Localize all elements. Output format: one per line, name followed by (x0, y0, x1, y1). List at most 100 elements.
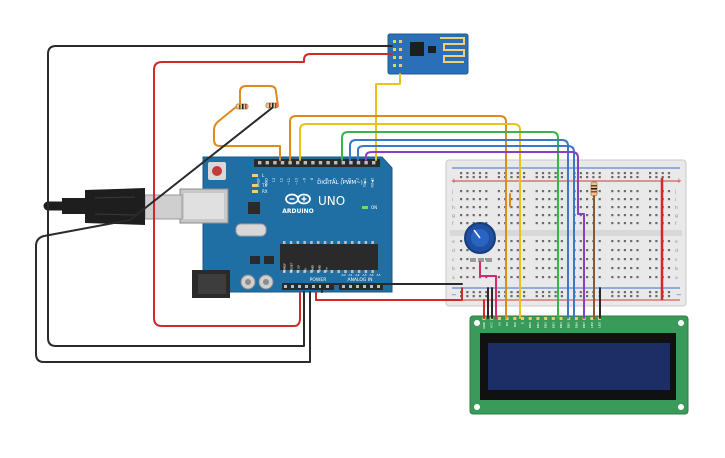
rail-hole[interactable] (611, 295, 614, 298)
breadboard-hole[interactable] (541, 240, 545, 243)
wire-pink-lcd-v0[interactable] (479, 261, 497, 319)
breadboard-hole[interactable] (472, 276, 475, 279)
breadboard-hole[interactable] (598, 190, 601, 193)
digital-pin[interactable] (273, 161, 277, 165)
breadboard-hole[interactable] (460, 240, 463, 243)
lcd-pin[interactable] (497, 317, 501, 320)
digital-pin[interactable] (341, 161, 345, 165)
digital-pin[interactable] (349, 161, 353, 165)
breadboard-hole[interactable] (667, 249, 671, 252)
rail-hole[interactable] (661, 176, 664, 179)
breadboard-hole[interactable] (535, 206, 538, 209)
breadboard-hole[interactable] (460, 249, 463, 252)
breadboard-hole[interactable] (535, 249, 538, 252)
rail-hole[interactable] (617, 295, 620, 298)
rail-hole[interactable] (548, 172, 551, 175)
rail-hole[interactable] (548, 295, 551, 298)
breadboard-hole[interactable] (541, 258, 545, 261)
breadboard-hole[interactable] (541, 249, 545, 252)
breadboard-hole[interactable] (548, 240, 551, 243)
breadboard-hole[interactable] (472, 214, 475, 217)
breadboard-hole[interactable] (667, 222, 671, 225)
rail-hole[interactable] (560, 172, 563, 175)
breadboard-hole[interactable] (560, 190, 563, 193)
rail-hole[interactable] (478, 295, 482, 298)
breadboard-hole[interactable] (579, 206, 582, 209)
rail-hole[interactable] (649, 295, 652, 298)
digital-pin[interactable] (258, 161, 262, 165)
rail-hole[interactable] (586, 295, 589, 298)
rail-hole[interactable] (523, 176, 526, 179)
breadboard-hole[interactable] (636, 222, 639, 225)
breadboard-hole[interactable] (611, 249, 614, 252)
lcd-pin[interactable] (559, 317, 563, 320)
breadboard-hole[interactable] (636, 198, 639, 201)
breadboard-hole[interactable] (586, 222, 589, 225)
breadboard-hole[interactable] (510, 214, 513, 217)
wire-black-resistor-gnd[interactable] (35, 107, 311, 363)
breadboard-hole[interactable] (636, 240, 639, 243)
breadboard-hole[interactable] (554, 258, 557, 261)
breadboard-hole[interactable] (579, 258, 582, 261)
rail-hole[interactable] (560, 291, 563, 294)
breadboard-hole[interactable] (497, 190, 500, 193)
digital-pin[interactable] (372, 161, 376, 165)
breadboard-hole[interactable] (554, 214, 557, 217)
wire-red-esp-vcc[interactable] (153, 53, 393, 327)
breadboard-hole[interactable] (472, 267, 475, 270)
rail-hole[interactable] (548, 176, 551, 179)
breadboard-hole[interactable] (598, 276, 601, 279)
breadboard-hole[interactable] (523, 240, 526, 243)
breadboard-hole[interactable] (560, 240, 563, 243)
rail-hole[interactable] (554, 172, 557, 175)
breadboard-hole[interactable] (478, 198, 482, 201)
rail-hole[interactable] (541, 176, 545, 179)
breadboard-hole[interactable] (523, 249, 526, 252)
rail-hole[interactable] (667, 172, 671, 175)
rail-hole[interactable] (510, 295, 513, 298)
resistor-1[interactable] (235, 103, 249, 110)
breadboard-hole[interactable] (497, 240, 500, 243)
breadboard-hole[interactable] (598, 240, 601, 243)
power-pin[interactable] (305, 285, 308, 288)
breadboard-hole[interactable] (516, 267, 519, 270)
breadboard-hole[interactable] (560, 249, 563, 252)
resistor-2[interactable] (265, 102, 279, 109)
breadboard-hole[interactable] (466, 276, 469, 279)
breadboard-hole[interactable] (460, 198, 463, 201)
breadboard-hole[interactable] (460, 267, 463, 270)
rail-hole[interactable] (630, 176, 633, 179)
breadboard-hole[interactable] (510, 198, 513, 201)
breadboard-hole[interactable] (560, 206, 563, 209)
breadboard-hole[interactable] (611, 206, 614, 209)
rail-hole[interactable] (667, 176, 671, 179)
rail-hole[interactable] (485, 172, 488, 175)
power-pin[interactable] (319, 285, 322, 288)
breadboard-hole[interactable] (617, 276, 620, 279)
wire-purple-lcd-db7[interactable] (365, 151, 585, 319)
resistor-3[interactable] (590, 181, 598, 197)
breadboard-hole[interactable] (485, 206, 488, 209)
breadboard-hole[interactable] (667, 258, 671, 261)
rail-hole[interactable] (541, 291, 545, 294)
breadboard-hole[interactable] (497, 276, 500, 279)
rail-hole[interactable] (623, 295, 626, 298)
digital-pin[interactable] (296, 161, 300, 165)
breadboard-hole[interactable] (548, 190, 551, 193)
breadboard-hole[interactable] (560, 214, 563, 217)
rail-hole[interactable] (623, 176, 626, 179)
rail-hole[interactable] (497, 295, 500, 298)
breadboard-hole[interactable] (611, 276, 614, 279)
breadboard-hole[interactable] (485, 276, 488, 279)
breadboard-hole[interactable] (541, 267, 545, 270)
esp-pin[interactable] (399, 56, 402, 59)
breadboard-hole[interactable] (523, 276, 526, 279)
breadboard-hole[interactable] (586, 190, 589, 193)
breadboard-hole[interactable] (617, 267, 620, 270)
rail-hole[interactable] (598, 176, 601, 179)
breadboard-hole[interactable] (586, 249, 589, 252)
breadboard-hole[interactable] (649, 276, 652, 279)
breadboard-hole[interactable] (478, 190, 482, 193)
wire-green-lcd-db4[interactable] (341, 131, 559, 319)
breadboard-hole[interactable] (548, 276, 551, 279)
